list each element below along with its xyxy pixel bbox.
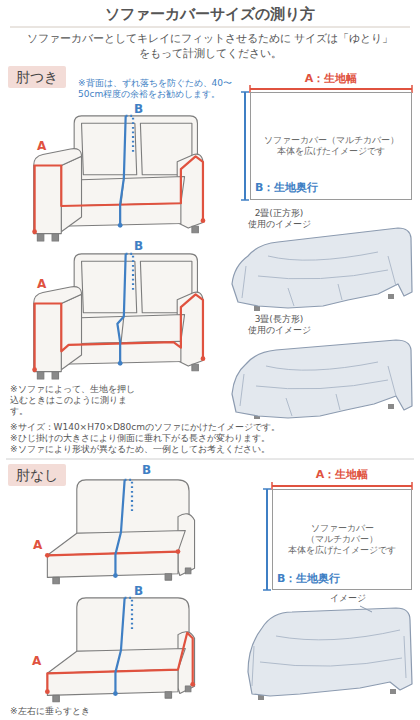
measure-letter: B xyxy=(142,463,151,478)
image-caption: イメージ xyxy=(330,593,366,604)
depth-label: B：生地奥行 xyxy=(255,181,318,195)
measure-letter: A xyxy=(33,538,42,553)
section-tab: 肘なし xyxy=(8,464,66,486)
measure-letter: A xyxy=(37,277,46,292)
note: ※ひじ掛けの大きさにより側面に垂れ下がる長さが変わります。 xyxy=(10,433,410,444)
measure-letter: B xyxy=(134,102,143,117)
cover-sheet-text: ソファーカバー （マルチカバー） 本体を広げたイメージです xyxy=(284,523,400,556)
section-tab-text: 肘なし xyxy=(16,466,58,484)
note: ※背面は、ずれ落ちを防ぐため、40〜50cm程度の余裕をお勧めします。 xyxy=(78,78,243,100)
measure-letter: B xyxy=(134,584,143,599)
section-tab-text: 肘つき xyxy=(16,68,58,86)
width-label: A：生地幅 xyxy=(250,72,412,86)
note: ※ソファによって、生地を押し込むときはこのように測ります。 xyxy=(10,384,142,417)
cover-sheet-text: ソファーカバー（マルチカバー） 本体を広げたイメージです xyxy=(256,135,406,157)
subtitle: ソファーカバーとしてキレイにフィットさせるために サイズは「ゆとり」をもって計測… xyxy=(20,31,400,61)
measure-letter: A xyxy=(37,139,46,154)
section-tab: 肘つき xyxy=(8,66,66,88)
page-title: ソファーカバーサイズの測り方 xyxy=(0,5,420,24)
image-caption: 3畳(長方形) 使用のイメージ xyxy=(234,314,324,336)
measure-letter: A xyxy=(32,654,41,669)
image-caption: 2畳(正方形) 使用のイメージ xyxy=(234,208,324,230)
width-label: A：生地幅 xyxy=(272,468,412,482)
note: ※ソファにより形状が異なるため、一例としてお考えください。 xyxy=(10,444,410,455)
depth-label: B：生地奥行 xyxy=(277,572,340,586)
note: ※サイズ：W140×H70×D80cmのソファにかけたイメージです。 xyxy=(10,422,410,433)
measure-letter: B xyxy=(134,239,143,254)
note: ※左右に垂らすとき xyxy=(10,706,90,717)
